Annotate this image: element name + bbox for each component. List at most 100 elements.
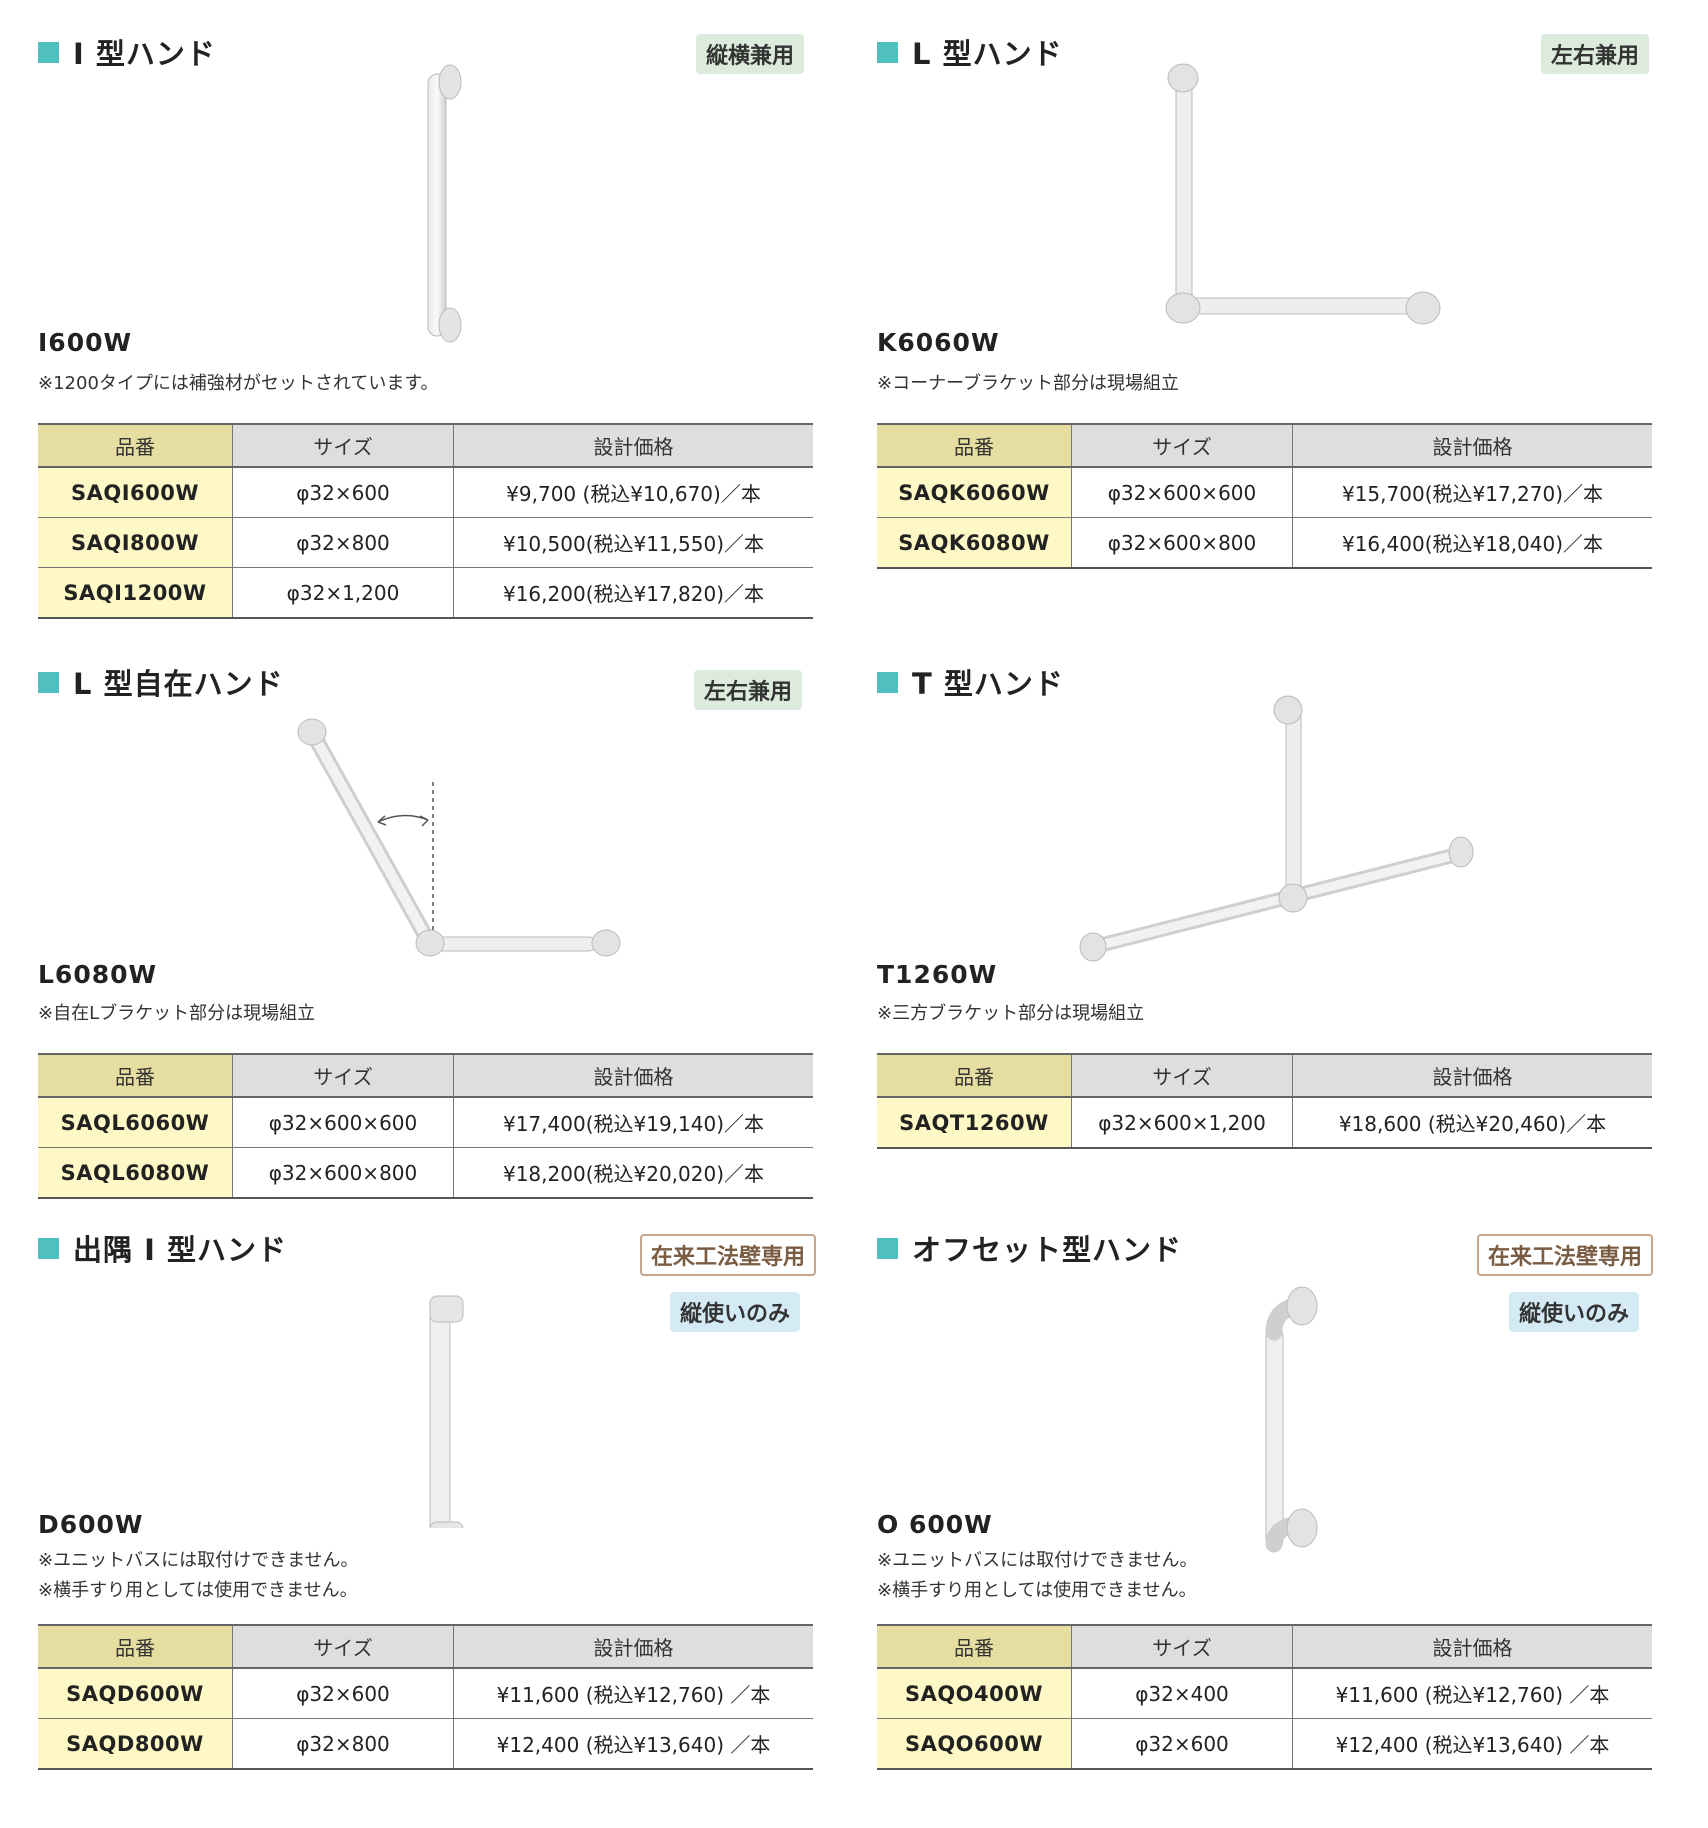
section-i-type: I 型ハンド 縦横兼用 I600W ※1200タイプには補強材がセットされていま…	[38, 32, 813, 632]
product-size: φ32×600×1,200	[1071, 1097, 1293, 1149]
table-row: SAQI1200W φ32×1,200 ¥16,200(税込¥17,820)／本	[38, 567, 813, 619]
spec-table: 品番 サイズ 設計価格 SAQL6060W φ32×600×600 ¥17,40…	[38, 1053, 813, 1199]
table-row: SAQK6080W φ32×600×800 ¥16,400(税込¥18,040)…	[877, 517, 1652, 569]
product-code: SAQI1200W	[38, 567, 233, 619]
header-price: 設計価格	[453, 1624, 813, 1669]
spec-table: 品番 サイズ 設計価格 SAQI600W φ32×600 ¥9,700 (税込¥…	[38, 423, 813, 619]
teal-square-icon	[38, 41, 59, 63]
teal-square-icon	[38, 671, 59, 693]
product-price: ¥16,200(税込¥17,820)／本	[453, 567, 813, 619]
header-size: サイズ	[1071, 1624, 1293, 1669]
table-header-row: 品番 サイズ 設計価格	[38, 423, 813, 468]
model-name: K6060W	[877, 328, 1000, 357]
product-code: SAQD600W	[38, 1668, 233, 1719]
header-price: 設計価格	[1292, 1624, 1652, 1669]
product-code: SAQK6060W	[877, 467, 1072, 518]
header-size: サイズ	[1071, 423, 1293, 468]
product-price: ¥12,400 (税込¥13,640) ／本	[1292, 1718, 1652, 1770]
usage-badge: 縦使いのみ	[670, 1292, 801, 1332]
product-price: ¥17,400(税込¥19,140)／本	[453, 1097, 813, 1148]
header-size: サイズ	[232, 1624, 454, 1669]
table-row: SAQD800W φ32×800 ¥12,400 (税込¥13,640) ／本	[38, 1718, 813, 1770]
header-size: サイズ	[232, 1053, 454, 1098]
product-price: ¥10,500(税込¥11,550)／本	[453, 517, 813, 568]
table-row: SAQT1260W φ32×600×1,200 ¥18,600 (税込¥20,4…	[877, 1097, 1652, 1149]
product-code: SAQL6060W	[38, 1097, 233, 1148]
model-name: T1260W	[877, 960, 998, 989]
table-header-row: 品番 サイズ 設計価格	[38, 1624, 813, 1669]
product-size: φ32×600	[232, 1668, 454, 1719]
usage-badge: 縦使いのみ	[1509, 1292, 1640, 1332]
note-line: ※ユニットバスには取付けできません。	[38, 1550, 359, 1571]
spec-table: 品番 サイズ 設計価格 SAQO400W φ32×400 ¥11,600 (税込…	[877, 1624, 1652, 1770]
product-size: φ32×800	[232, 517, 454, 568]
usage-badge: 縦横兼用	[696, 34, 805, 74]
t-type-handrail-illustration	[1079, 695, 1474, 962]
product-price: ¥9,700 (税込¥10,670)／本	[453, 467, 813, 518]
section-title: T 型ハンド	[912, 667, 1064, 701]
corner-i-handrail-illustration	[429, 1295, 464, 1528]
section-title-row: I 型ハンド	[38, 32, 216, 72]
product-code: SAQT1260W	[877, 1097, 1072, 1149]
product-size: φ32×600×800	[232, 1147, 454, 1199]
product-price: ¥11,600 (税込¥12,760) ／本	[1292, 1668, 1652, 1719]
table-row: SAQO400W φ32×400 ¥11,600 (税込¥12,760) ／本	[877, 1668, 1652, 1719]
note-line: ※1200タイプには補強材がセットされています。	[38, 373, 439, 394]
note-line: ※三方ブラケット部分は現場組立	[877, 1003, 1145, 1024]
table-header-row: 品番 サイズ 設計価格	[877, 1624, 1652, 1669]
header-price: 設計価格	[453, 423, 813, 468]
table-header-row: 品番 サイズ 設計価格	[38, 1053, 813, 1098]
product-size: φ32×600×600	[1071, 467, 1293, 518]
header-code: 品番	[38, 1624, 233, 1669]
section-title-row: 出隅 I 型ハンド	[38, 1228, 287, 1268]
note-line: ※横手すり用としては使用できません。	[38, 1580, 358, 1601]
table-row: SAQI800W φ32×800 ¥10,500(税込¥11,550)／本	[38, 517, 813, 568]
section-corner-i-type: 出隅 I 型ハンド 在来工法壁専用 縦使いのみ D600W ※ユニットバスには取…	[38, 1228, 817, 1828]
usage-badge: 左右兼用	[694, 670, 803, 710]
note-line: ※横手すり用としては使用できません。	[877, 1580, 1197, 1601]
product-code: SAQL6080W	[38, 1147, 233, 1199]
teal-square-icon	[877, 1237, 898, 1259]
header-code: 品番	[877, 1624, 1072, 1669]
product-code: SAQO400W	[877, 1668, 1072, 1719]
wall-type-badge: 在来工法壁専用	[640, 1234, 817, 1276]
section-title-row: L 型ハンド	[877, 32, 1063, 72]
product-price: ¥11,600 (税込¥12,760) ／本	[453, 1668, 813, 1719]
model-name: D600W	[38, 1510, 144, 1539]
header-code: 品番	[38, 1053, 233, 1098]
header-price: 設計価格	[1292, 1053, 1652, 1098]
product-size: φ32×600×600	[232, 1097, 454, 1148]
product-price: ¥18,200(税込¥20,020)／本	[453, 1147, 813, 1199]
section-l-free-type: L 型自在ハンド 左右兼用 L6080W ※自在Lブラケット部分は現場組立 品番…	[38, 662, 813, 1262]
table-row: SAQK6060W φ32×600×600 ¥15,700(税込¥17,270)…	[877, 467, 1652, 518]
table-row: SAQL6060W φ32×600×600 ¥17,400(税込¥19,140)…	[38, 1097, 813, 1148]
product-code: SAQK6080W	[877, 517, 1072, 569]
usage-badge: 左右兼用	[1541, 34, 1650, 74]
section-title: I 型ハンド	[73, 37, 216, 71]
table-row: SAQO600W φ32×600 ¥12,400 (税込¥13,640) ／本	[877, 1718, 1652, 1770]
header-price: 設計価格	[453, 1053, 813, 1098]
product-size: φ32×600×800	[1071, 517, 1293, 569]
section-title: 出隅 I 型ハンド	[73, 1233, 287, 1267]
product-price: ¥18,600 (税込¥20,460)／本	[1292, 1097, 1652, 1149]
i-type-handrail-illustration	[427, 64, 462, 343]
product-code: SAQO600W	[877, 1718, 1072, 1770]
offset-handrail-illustration	[1265, 1286, 1318, 1553]
table-header-row: 品番 サイズ 設計価格	[877, 423, 1652, 468]
note-line: ※自在Lブラケット部分は現場組立	[38, 1003, 316, 1024]
note-line: ※ユニットバスには取付けできません。	[877, 1550, 1198, 1571]
header-code: 品番	[877, 423, 1072, 468]
spec-table: 品番 サイズ 設計価格 SAQD600W φ32×600 ¥11,600 (税込…	[38, 1624, 813, 1770]
teal-square-icon	[877, 671, 898, 693]
l-free-handrail-illustration	[297, 718, 621, 957]
header-code: 品番	[38, 423, 233, 468]
section-offset-type: オフセット型ハンド 在来工法壁専用 縦使いのみ O 600W ※ユニットバスには…	[877, 1228, 1654, 1828]
spec-table: 品番 サイズ 設計価格 SAQT1260W φ32×600×1,200 ¥18,…	[877, 1053, 1652, 1149]
section-title-row: オフセット型ハンド	[877, 1228, 1182, 1268]
product-code: SAQI600W	[38, 467, 233, 518]
product-code: SAQD800W	[38, 1718, 233, 1770]
section-title-row: L 型自在ハンド	[38, 662, 284, 702]
table-header-row: 品番 サイズ 設計価格	[877, 1053, 1652, 1098]
section-l-type: L 型ハンド 左右兼用 K6060W ※コーナーブラケット部分は現場組立 品番 …	[877, 32, 1652, 632]
product-price: ¥16,400(税込¥18,040)／本	[1292, 517, 1652, 569]
